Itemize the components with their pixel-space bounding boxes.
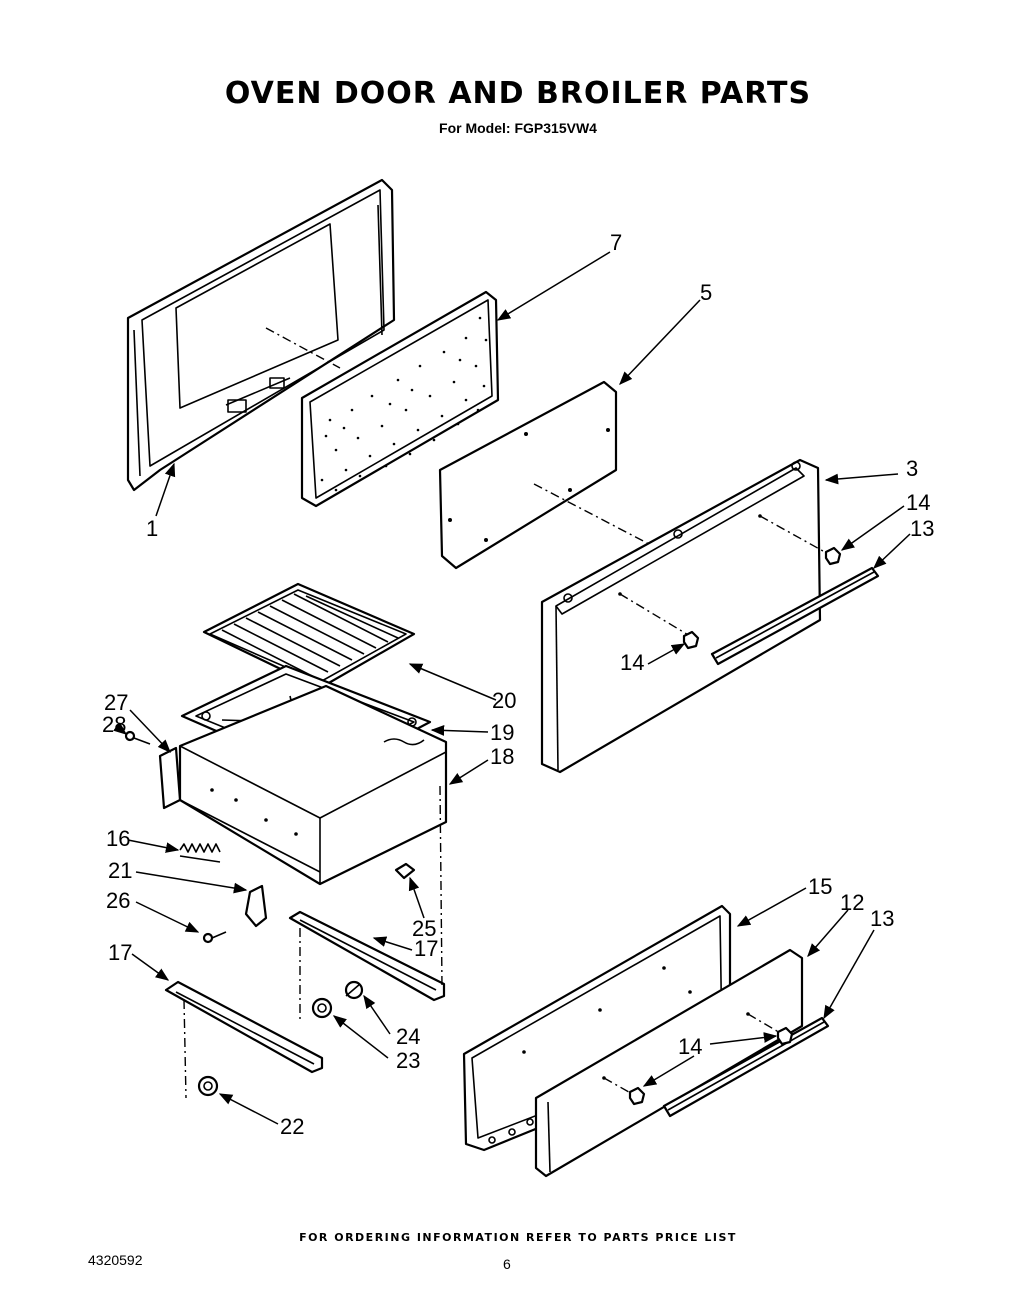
callout-12: 12 — [840, 890, 864, 915]
drawer-side-bracket — [158, 746, 182, 810]
page-title: OVEN DOOR AND BROILER PARTS — [224, 76, 812, 111]
leader-lines — [113, 251, 911, 1125]
broiler-grid — [202, 582, 416, 719]
drawer-roller-22 — [197, 1075, 219, 1097]
callout-18: 18 — [490, 744, 514, 769]
callout-28: 28 — [102, 712, 126, 737]
callout-17-right: 17 — [414, 936, 438, 961]
callout-1: 1 — [146, 516, 158, 541]
handle-spacer-upper-left — [682, 630, 700, 650]
page-number: 6 — [503, 1256, 511, 1272]
drawer-slide-rail-right — [288, 910, 446, 1020]
callout-14-lower: 14 — [678, 1034, 702, 1059]
door-handle-upper — [710, 566, 880, 666]
ordering-note: FOR ORDERING INFORMATION REFER TO PARTS … — [299, 1231, 737, 1244]
rail-alignment-line — [439, 785, 443, 987]
callout-19: 19 — [490, 720, 514, 745]
drawer-roller-24 — [344, 980, 364, 1000]
callout-7: 7 — [610, 230, 622, 255]
outer-door-frame — [126, 178, 396, 492]
callout-21: 21 — [108, 858, 132, 883]
broiler-door-outer-panel — [534, 948, 804, 1178]
callout-13-lower: 13 — [870, 906, 894, 931]
latch-screw — [202, 931, 227, 944]
callout-27: 27 — [104, 690, 128, 715]
callout-24: 24 — [396, 1024, 420, 1049]
callout-5: 5 — [700, 280, 712, 305]
inner-door-panel — [438, 380, 673, 570]
callout-20: 20 — [492, 688, 516, 713]
drawer-latch — [244, 884, 268, 928]
handle-spacer-lower-left — [628, 1086, 646, 1106]
handle-spacer-lower-right — [776, 1026, 794, 1046]
callout-26: 26 — [106, 888, 130, 913]
drawer-roller-23 — [311, 997, 333, 1019]
drawer-spring — [179, 843, 221, 863]
callout-25: 25 — [412, 916, 436, 941]
model-subtitle: For Model: FGP315VW4 — [439, 120, 597, 136]
callout-13-upper: 13 — [910, 516, 934, 541]
callout-15: 15 — [808, 874, 832, 899]
door-insulation — [300, 290, 500, 508]
document-number: 4320592 — [88, 1252, 143, 1268]
callout-14-upper-left: 14 — [620, 650, 644, 675]
drawer-slide-rail-left — [164, 980, 324, 1099]
callout-labels: 1 7 5 3 14 13 14 20 19 18 27 28 16 21 26… — [102, 230, 934, 1139]
callout-16: 16 — [106, 826, 130, 851]
callout-14-upper-right: 14 — [906, 490, 930, 515]
callout-22: 22 — [280, 1114, 304, 1139]
drawer-clip — [394, 862, 416, 880]
bracket-screw — [124, 730, 151, 745]
callout-23: 23 — [396, 1048, 420, 1073]
callout-17-left: 17 — [108, 940, 132, 965]
outer-door-panel — [540, 458, 833, 774]
callout-3: 3 — [906, 456, 918, 481]
handle-spacer-upper-right — [824, 546, 842, 566]
